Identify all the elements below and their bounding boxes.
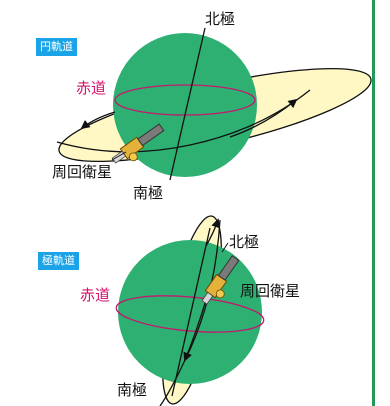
panel-circular-orbit: 北極 赤道 周回衛星 南極 xyxy=(52,10,372,202)
orbit-path-front xyxy=(159,219,221,406)
section-tag-polar-orbit: 極軌道 xyxy=(38,252,79,270)
orbit-path-front xyxy=(56,89,311,153)
equator-line xyxy=(115,295,265,333)
north-pole-leader-line xyxy=(221,242,229,253)
orbit-direction-arrow-back xyxy=(80,111,116,130)
north-pole-label: 北極 xyxy=(205,10,235,28)
orbit-diagrams: 北極 赤道 周回衛星 南極 xyxy=(52,10,372,406)
satellite-label: 周回衛星 xyxy=(52,163,112,181)
border-rule xyxy=(372,0,375,406)
equator-label: 赤道 xyxy=(80,286,110,304)
satellite-icon xyxy=(111,123,165,164)
south-pole-label: 南極 xyxy=(117,381,147,399)
earth-axis xyxy=(169,27,206,181)
south-pole-label: 南極 xyxy=(133,184,163,202)
north-pole-label: 北極 xyxy=(229,233,259,251)
earth-globe xyxy=(118,240,262,384)
satellite-label: 周回衛星 xyxy=(240,282,300,300)
orbit-direction-arrow-top xyxy=(205,218,221,247)
orbit-direction-arrow xyxy=(229,98,298,138)
earth-axis xyxy=(171,227,211,397)
satellite-leader-line xyxy=(111,151,127,161)
orbit-direction-arrow xyxy=(183,299,207,362)
satellite-icon xyxy=(201,255,240,305)
section-tag-circular-orbit: 円軌道 xyxy=(36,38,77,56)
panel-polar-orbit: 北極 赤道 周回衛星 南極 xyxy=(80,215,300,406)
equator-label: 赤道 xyxy=(76,79,106,97)
